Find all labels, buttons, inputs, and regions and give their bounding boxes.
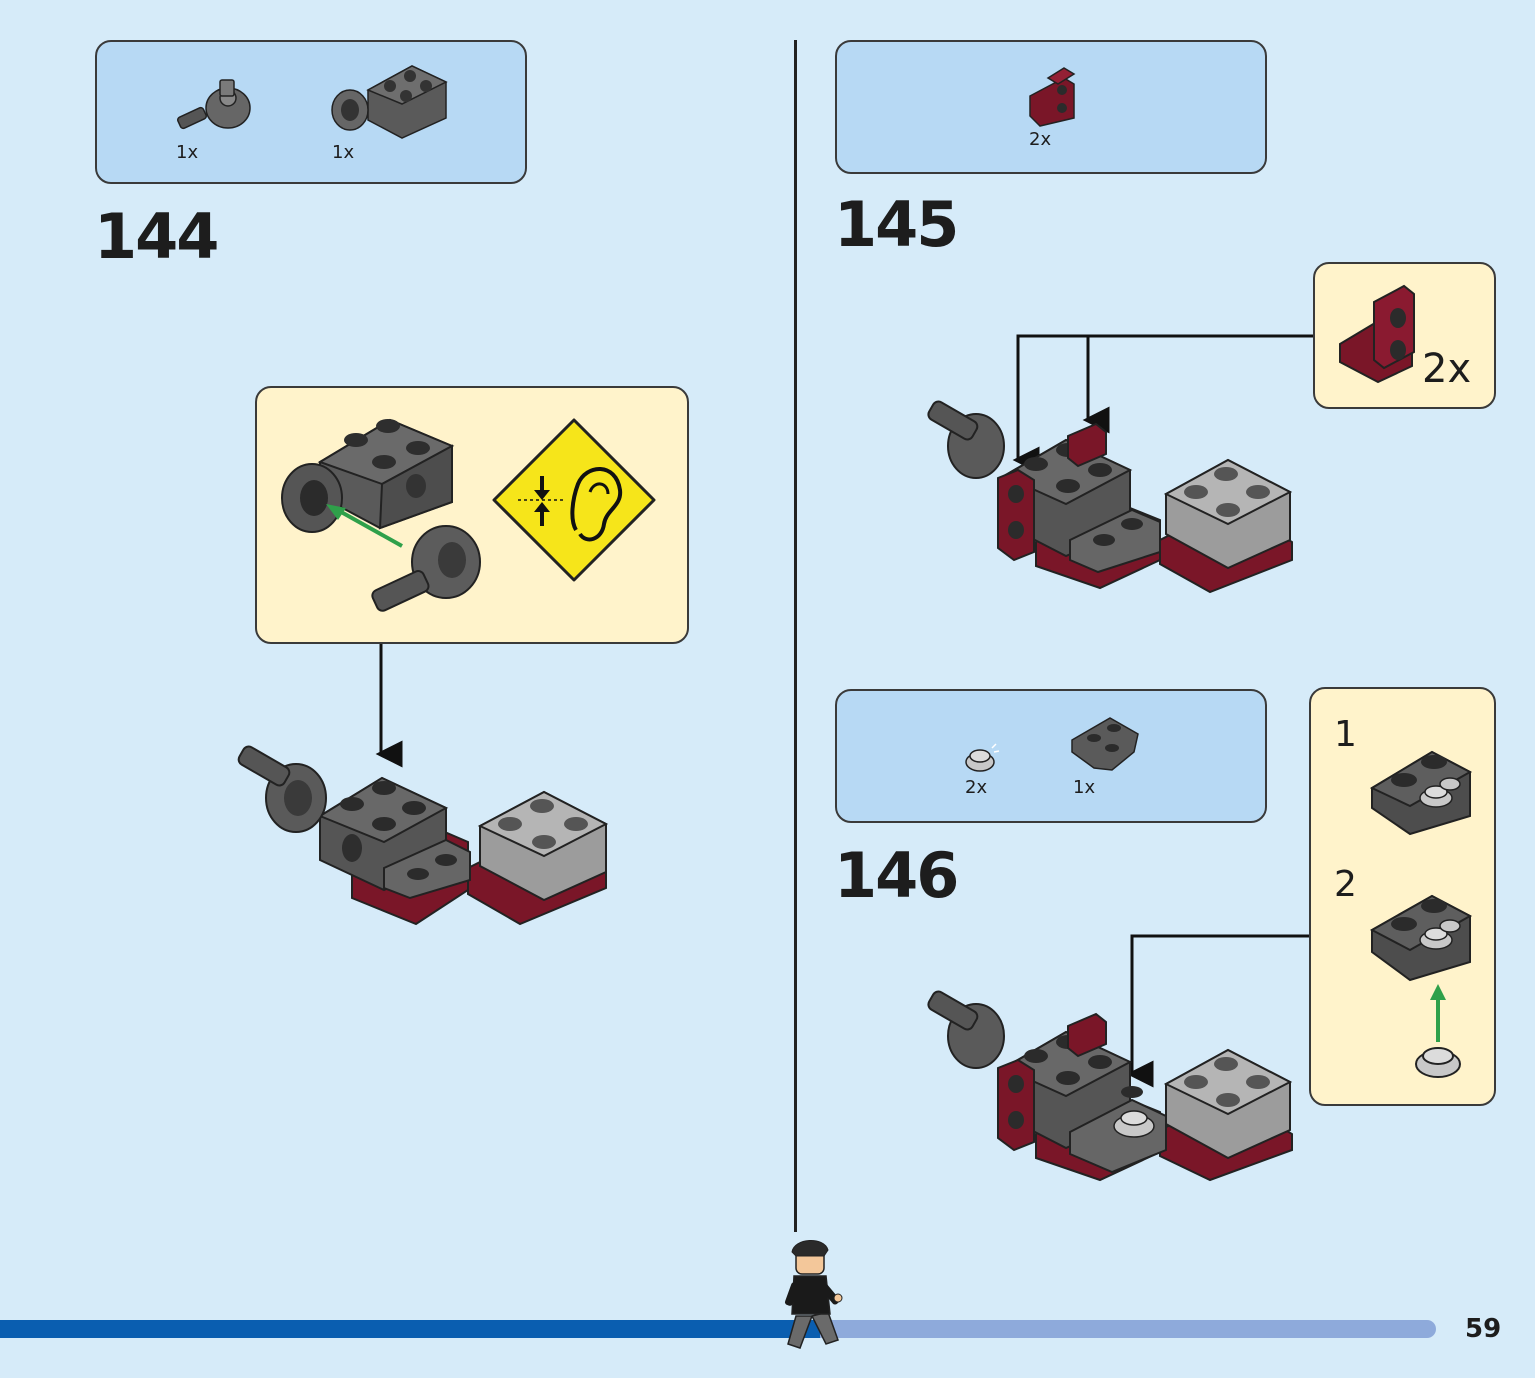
step-146-part-2-qty: 1x bbox=[1073, 777, 1096, 798]
progress-bar-remaining bbox=[800, 1320, 1436, 1338]
step-144-part-2-qty: 1x bbox=[332, 142, 355, 163]
page-divider bbox=[794, 40, 797, 1232]
step-144-number: 144 bbox=[94, 200, 219, 273]
step-146-substep-1-label: 1 bbox=[1334, 714, 1357, 755]
step-146-substep-2-label: 2 bbox=[1334, 864, 1357, 905]
step-146-model bbox=[927, 990, 1293, 1182]
step-145-model bbox=[927, 400, 1293, 594]
minifigure-runner-icon bbox=[784, 1240, 843, 1349]
step-145-parts-box bbox=[835, 40, 1267, 174]
step-144-part-1-qty: 1x bbox=[176, 142, 199, 163]
step-145-callout-qty: 2x bbox=[1422, 346, 1472, 392]
step-145-number: 145 bbox=[834, 188, 959, 261]
step-145-part-1-qty: 2x bbox=[1029, 129, 1052, 150]
step-144-model bbox=[237, 745, 609, 926]
page-number: 59 bbox=[1465, 1314, 1502, 1344]
step-144-callout-box bbox=[255, 386, 689, 644]
step-146-number: 146 bbox=[834, 839, 959, 912]
step-145-arrow-2 bbox=[1012, 334, 1088, 474]
step-146-arrow bbox=[1126, 934, 1309, 1088]
step-145-arrow-1 bbox=[1082, 334, 1313, 434]
step-144-parts-box bbox=[95, 40, 527, 184]
step-146-part-1-qty: 2x bbox=[965, 777, 988, 798]
progress-bar-done bbox=[0, 1320, 820, 1338]
step-146-parts-box bbox=[835, 689, 1267, 823]
